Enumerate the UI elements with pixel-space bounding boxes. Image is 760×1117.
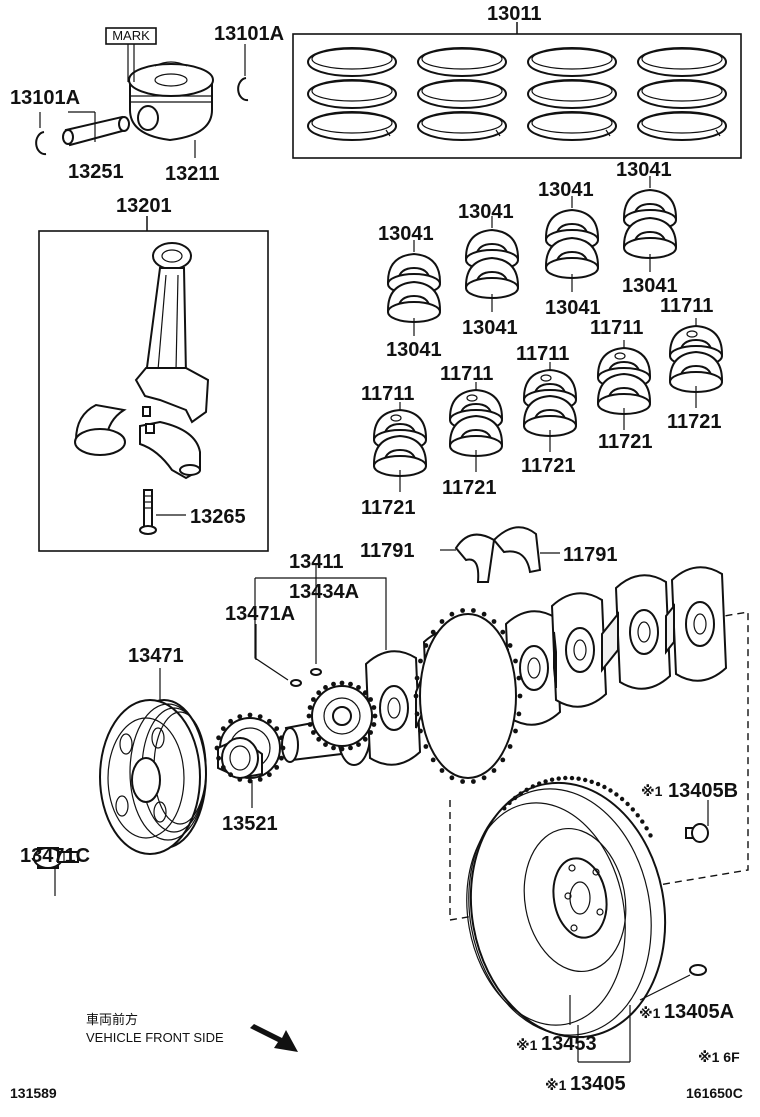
- snap-ring-right: [237, 77, 249, 102]
- label-11711: 11711: [516, 343, 569, 365]
- rod-bolt: [139, 489, 157, 535]
- label-11721: 11721: [361, 497, 416, 519]
- crankshaft: [281, 566, 749, 921]
- bearing-shell: [464, 256, 520, 299]
- piston-ring-set: [292, 22, 742, 159]
- footer-right-code: 161650C: [686, 1085, 743, 1101]
- label-11711: 11711: [590, 317, 643, 339]
- note-mark-13405a: ※1: [639, 1005, 661, 1021]
- label-13471a: 13471A: [225, 603, 295, 625]
- conrod-box: [38, 230, 269, 552]
- front-side-japanese: 車両前方: [86, 1012, 138, 1027]
- label-13434a: 13434A: [289, 581, 359, 603]
- piston-pin: [62, 115, 130, 147]
- label-13041: 13041: [538, 179, 594, 201]
- label-13471: 13471: [128, 645, 184, 667]
- label-13041: 13041: [458, 201, 514, 223]
- label-13041: 13041: [622, 275, 678, 297]
- label-13101a-left: 13101A: [10, 87, 80, 109]
- part-labels: 13011 13101A 13101A 13251 13211 13201 13…: [10, 3, 740, 1095]
- label-13041: 13041: [462, 317, 518, 339]
- label-11721: 11721: [598, 431, 653, 453]
- crank-web: [614, 574, 672, 690]
- note-mark-13405: ※1: [545, 1077, 567, 1093]
- label-13101a-right: 13101A: [214, 23, 284, 45]
- bearing-shell: [386, 280, 442, 323]
- crank-web: [550, 592, 608, 708]
- flywheel-bolt: [685, 800, 709, 843]
- crank-reluctor-gear: [413, 608, 523, 784]
- crank-web: [670, 566, 728, 682]
- label-11711: 11711: [361, 383, 414, 405]
- bearing-shell: [622, 216, 678, 259]
- bearing-shell: [448, 414, 504, 457]
- flywheel-spacer: [689, 964, 707, 976]
- front-arrow-icon: [250, 1024, 298, 1052]
- crank-web: [364, 650, 422, 766]
- woodruff-key-2: [310, 668, 322, 676]
- piston-ring-stack: [417, 47, 507, 141]
- label-13471c: 13471C: [20, 845, 90, 867]
- label-13201: 13201: [116, 195, 172, 217]
- front-side-english: VEHICLE FRONT SIDE: [86, 1030, 224, 1045]
- label-13411: 13411: [289, 551, 344, 573]
- label-13453: 13453: [541, 1033, 597, 1055]
- piston-ring-stack: [307, 47, 397, 141]
- flywheel: [466, 775, 667, 1039]
- label-13405b: 13405B: [668, 780, 738, 802]
- label-13041: 13041: [378, 223, 434, 245]
- vehicle-front-indicator: 車両前方 VEHICLE FRONT SIDE: [86, 1012, 298, 1052]
- piston: [128, 61, 214, 142]
- label-13211: 13211: [165, 163, 220, 185]
- bearing-shell: [522, 394, 578, 437]
- piston-assembly: MARK: [35, 27, 249, 158]
- label-11711: 11711: [440, 363, 493, 385]
- label-11721: 11721: [667, 411, 722, 433]
- timing-sprocket: [214, 712, 286, 808]
- mark-label: MARK: [112, 28, 150, 43]
- crankshaft-pulley: [99, 668, 207, 855]
- piston-ring-stack: [527, 47, 617, 141]
- crank-sprocket: [254, 564, 387, 752]
- snap-ring-left: [35, 131, 47, 156]
- pulley-bolt: [33, 847, 79, 896]
- label-13521: 13521: [222, 813, 278, 835]
- connecting-rod: [134, 242, 210, 424]
- label-11721: 11721: [442, 477, 497, 499]
- thrust-washer-right: [492, 526, 542, 574]
- label-13265: 13265: [190, 506, 246, 528]
- woodruff-key-1: [290, 679, 302, 687]
- main-bearings: [372, 176, 724, 492]
- footnote: ※1 6F: [698, 1049, 740, 1065]
- label-11791-left: 11791: [360, 540, 415, 562]
- label-13405: 13405: [570, 1073, 626, 1095]
- connecting-rod-group: [38, 216, 269, 552]
- bearing-shell: [668, 350, 724, 393]
- label-13041: 13041: [545, 297, 601, 319]
- note-mark-13405b: ※1: [641, 783, 663, 799]
- label-13251: 13251: [68, 161, 124, 183]
- rod-cap: [139, 420, 201, 480]
- label-13041: 13041: [386, 339, 442, 361]
- label-11711: 11711: [660, 295, 713, 317]
- footer-left-code: 131589: [10, 1085, 57, 1101]
- label-11721: 11721: [521, 455, 576, 477]
- bearing-shell: [544, 236, 600, 279]
- label-13011: 13011: [487, 3, 542, 25]
- rod-bearing-upper: [74, 403, 151, 456]
- label-13041: 13041: [616, 159, 672, 181]
- mark-box: [105, 27, 157, 45]
- thrust-washer-left: [454, 533, 496, 583]
- piston-ring-stack: [637, 47, 727, 141]
- note-mark-13453: ※1: [516, 1037, 538, 1053]
- label-13405a: 13405A: [664, 1001, 734, 1023]
- label-11791-right: 11791: [563, 544, 618, 566]
- thrust-washers: [440, 526, 560, 583]
